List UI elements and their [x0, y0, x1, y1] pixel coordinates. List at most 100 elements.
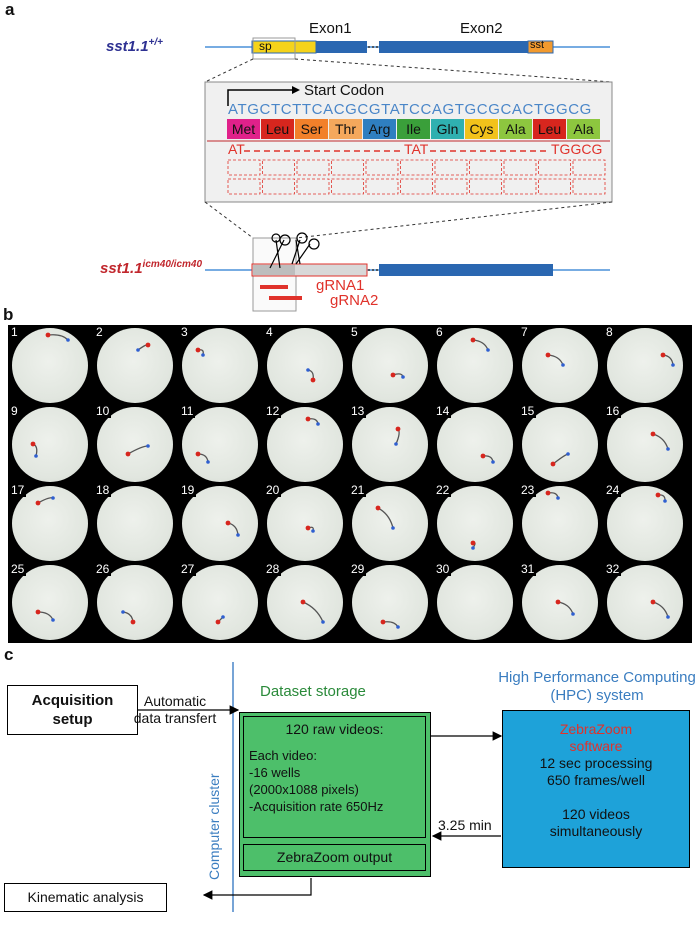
tracking-point: [66, 338, 70, 342]
well: 1: [8, 325, 93, 404]
well-number: 11: [179, 404, 196, 418]
well-number: 19: [179, 483, 197, 497]
grna1-label: gRNA1: [316, 277, 365, 294]
processing-line2: 650 frames/well: [546, 772, 646, 788]
tracking-point: [471, 546, 475, 550]
larva-head: [35, 500, 41, 506]
well-disc: [12, 565, 88, 640]
acquisition-setup-label: Acquisition setup: [31, 692, 114, 728]
each-video-line1: Each video:: [249, 748, 317, 763]
well: 22: [433, 483, 518, 562]
hpc-title-line1: High Performance Computing: [498, 669, 696, 686]
tracking-point: [561, 363, 565, 367]
well: 26: [93, 562, 178, 641]
mut-gene-label: sst1.1icm40/icm40: [100, 259, 202, 277]
zoom-region-box: [252, 37, 296, 60]
tracking-point: [556, 496, 560, 500]
larva-body: [552, 453, 569, 465]
larva-body: [557, 601, 574, 615]
well-number: 3: [179, 325, 190, 339]
larva-body: [127, 445, 149, 455]
deletion-slot: [538, 159, 571, 176]
well-number: 21: [349, 483, 367, 497]
gene-diagram: [204, 37, 613, 312]
amino-acid-3: Ser: [295, 119, 328, 139]
larva-head: [125, 451, 131, 457]
well: 8: [603, 325, 688, 404]
tracking-point: [394, 442, 398, 446]
tracking-point: [146, 444, 150, 448]
deletion-slot: [227, 159, 261, 176]
amino-acid-10: Leu: [533, 119, 566, 139]
automatic-transfer-line2: data transfert: [133, 710, 217, 726]
well-number: 15: [519, 404, 537, 418]
processing-line1: 12 sec processing: [539, 755, 653, 771]
well-disc: [437, 565, 513, 640]
well-number: 14: [434, 404, 452, 418]
deletion-slot: [296, 178, 330, 195]
mut-exon1-inner: [253, 265, 295, 275]
mutant-zoom-line-right: [295, 201, 613, 239]
well-number: 25: [9, 562, 27, 576]
amino-acid-9: Ala: [499, 119, 532, 139]
well-number: 17: [9, 483, 27, 497]
well-disc: [352, 486, 428, 561]
deletion-slot: [262, 159, 295, 176]
workflow-arrows: [137, 662, 503, 912]
deletion-slot: [469, 159, 502, 176]
deletion-slot: [400, 159, 433, 176]
well-disc: [522, 407, 598, 482]
larva-head: [550, 461, 556, 467]
tracking-point: [491, 460, 495, 464]
panel-label-c: c: [4, 645, 14, 664]
deletion-slot: [365, 178, 399, 195]
amino-acid-1: Met: [227, 119, 260, 139]
well: 32: [603, 562, 688, 641]
sst-label: sst: [530, 39, 545, 51]
sp-label: sp: [259, 39, 272, 53]
larva-body: [652, 433, 669, 450]
well-disc: [267, 407, 343, 482]
deletion-slot: [331, 178, 364, 195]
larva-track: [660, 352, 675, 367]
well-number: 7: [519, 325, 530, 339]
larva-track: [655, 492, 667, 503]
deletion-slot: [262, 178, 295, 195]
larva-track: [305, 416, 320, 426]
scissors-icon: [269, 232, 320, 269]
larva-track: [394, 426, 401, 446]
zoom-box: [204, 81, 613, 203]
tracking-point: [51, 496, 55, 500]
well-number: 6: [434, 325, 445, 339]
larva-head: [470, 337, 476, 343]
start-codon-arrowhead: [292, 86, 300, 94]
raw-videos-label: 120 raw videos:: [285, 721, 384, 737]
zoom-line-left: [204, 58, 254, 83]
each-video-line2: -16 wells: [249, 765, 301, 780]
well: 27: [178, 562, 263, 641]
well-disc: [97, 407, 173, 482]
well-number: 22: [434, 483, 452, 497]
larva-head: [305, 416, 311, 422]
well-disc: [267, 486, 343, 561]
deletion-boxes: [227, 159, 606, 195]
tracking-point: [321, 620, 325, 624]
well-disc: [182, 486, 258, 561]
well: 21: [348, 483, 433, 562]
well: 18: [93, 483, 178, 562]
well-disc: [352, 328, 428, 403]
panel-label-a: a: [5, 0, 15, 19]
deletion-slot: [572, 159, 606, 176]
mutant-seq-mid: TAT: [404, 141, 429, 157]
hpc-title: High Performance Computing (HPC) system: [497, 669, 697, 705]
well-number: 24: [604, 483, 622, 497]
amino-acid-2: Leu: [261, 119, 294, 139]
well-disc: [522, 486, 598, 561]
well-disc: [607, 486, 683, 561]
tracking-point: [316, 422, 320, 426]
zebrazoom-output-box: ZebraZoom output: [243, 844, 426, 871]
mut-genotype: icm40/icm40: [142, 259, 203, 270]
well-number: 8: [604, 325, 615, 339]
well-number: 4: [264, 325, 275, 339]
